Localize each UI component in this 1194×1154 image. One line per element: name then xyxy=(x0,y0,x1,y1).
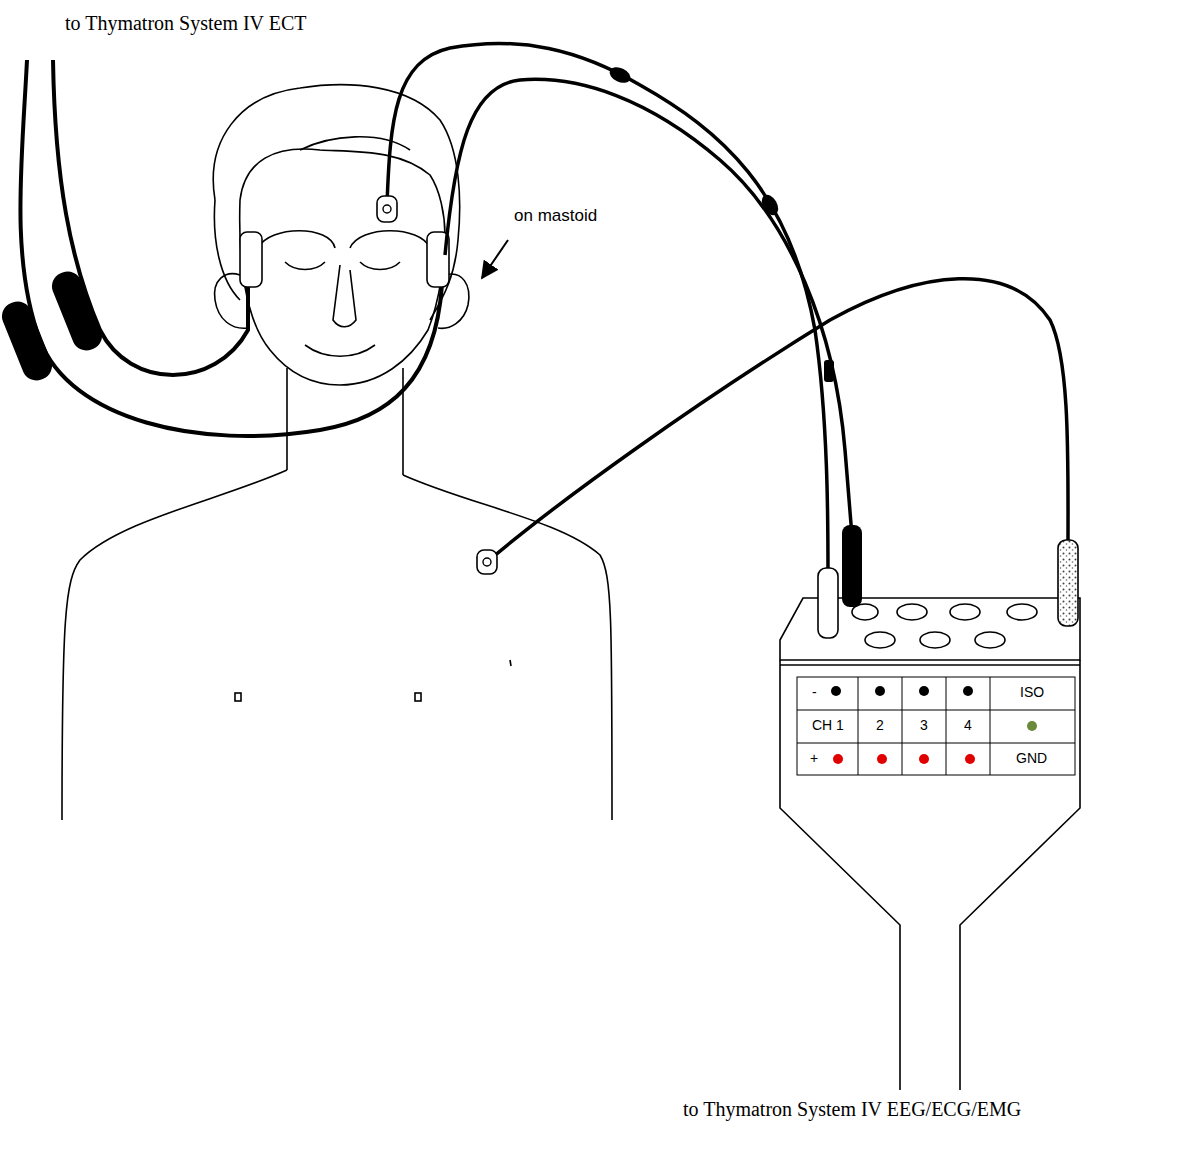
drawing-stroke xyxy=(286,368,288,470)
drawing-stroke xyxy=(300,137,410,150)
drawing-stroke xyxy=(824,360,834,382)
pin-dots xyxy=(831,686,1037,764)
drawing-stroke xyxy=(1007,604,1037,620)
drawing-stroke xyxy=(360,262,400,270)
drawing-stroke xyxy=(975,632,1005,648)
drawing-stroke xyxy=(285,262,325,270)
drawing-stroke xyxy=(333,265,356,327)
drawing-stroke xyxy=(402,368,404,475)
connector-box xyxy=(780,598,1080,1090)
drawing-stroke xyxy=(865,632,895,648)
channel-number: 2 xyxy=(876,718,884,733)
channel-label: CH 1 xyxy=(812,718,844,733)
drawing-stroke xyxy=(831,686,841,696)
drawing-stroke xyxy=(920,632,950,648)
drawing-stroke xyxy=(965,754,975,764)
drawing-stroke xyxy=(383,205,391,213)
drawing-stroke xyxy=(387,43,828,575)
drawing-stroke xyxy=(214,200,240,300)
drawing-stroke xyxy=(305,345,375,356)
drawing-stroke xyxy=(483,558,491,566)
drawing-stroke xyxy=(607,64,633,86)
drawing-stroke xyxy=(963,686,973,696)
drawing-stroke xyxy=(797,710,1075,711)
drawing-stroke xyxy=(833,754,843,764)
pin-polarity: + xyxy=(810,751,818,766)
drawing-stroke xyxy=(48,267,107,354)
ect-cables xyxy=(20,60,442,436)
person-figure xyxy=(62,85,612,820)
drawing-stroke xyxy=(403,475,612,820)
drawing-stroke xyxy=(842,525,862,607)
drawing-stroke xyxy=(919,686,929,696)
drawing-stroke xyxy=(213,85,459,240)
drawing-stroke xyxy=(818,568,838,638)
drawing-stroke xyxy=(990,677,991,775)
drawing-stroke xyxy=(797,743,1075,744)
drawing-stroke xyxy=(950,604,980,620)
callout-label: on mastoid xyxy=(514,207,597,226)
drawing-stroke xyxy=(240,232,262,287)
drawing-stroke xyxy=(797,677,1075,775)
drawing-stroke xyxy=(445,79,852,532)
drawing-stroke xyxy=(919,754,929,764)
drawing-stroke xyxy=(510,660,511,666)
drawing-stroke xyxy=(902,677,903,775)
drawing-stroke xyxy=(1058,540,1078,626)
eeg-electrodes xyxy=(377,196,497,574)
drawing-stroke xyxy=(258,231,335,248)
drawing-stroke xyxy=(240,149,445,235)
pin-polarity: - xyxy=(812,685,817,700)
drawing-stroke xyxy=(415,693,421,701)
drawing-stroke xyxy=(877,754,887,764)
cable-destination: to Thymatron System IV EEG/ECG/EMG xyxy=(683,1098,1021,1120)
cable-sleeves xyxy=(0,267,106,384)
drawing-stroke xyxy=(1027,721,1037,731)
drawing-stroke xyxy=(477,550,497,574)
cable-destination: to Thymatron System IV ECT xyxy=(65,12,306,34)
drawing-stroke xyxy=(377,196,397,222)
ect-electrodes xyxy=(240,232,449,287)
channel-number: 3 xyxy=(920,718,928,733)
drawing-stroke xyxy=(875,686,885,696)
plugs xyxy=(818,525,1078,638)
eeg-cables xyxy=(387,43,1068,575)
drawing-stroke xyxy=(858,677,859,775)
drawing-stroke xyxy=(946,677,947,775)
drawing-stroke xyxy=(62,470,287,820)
drawing-stroke xyxy=(897,604,927,620)
drawing-stroke xyxy=(240,200,445,385)
cable-ferrules xyxy=(607,64,834,382)
drawing-stroke xyxy=(235,693,241,701)
pin-table xyxy=(797,677,1075,775)
mastoid-arrow xyxy=(482,240,508,278)
pin-name: GND xyxy=(1016,751,1047,766)
drawing-stroke xyxy=(487,279,1068,562)
drawing-stroke xyxy=(350,231,430,248)
drawing-stroke xyxy=(0,297,56,384)
channel-number: 4 xyxy=(964,718,972,733)
drawing-stroke xyxy=(758,192,781,218)
drawing-stroke xyxy=(20,60,442,436)
pin-name: ISO xyxy=(1020,685,1044,700)
drawing-stroke xyxy=(780,664,1080,666)
